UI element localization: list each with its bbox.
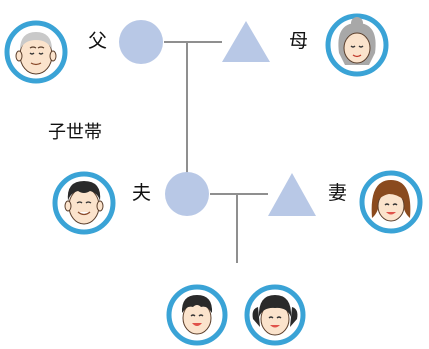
father-symbol-circle: [119, 20, 163, 64]
boy-avatar-icon: [166, 284, 228, 346]
woman-avatar-icon: [359, 170, 423, 234]
man-avatar-icon: [52, 171, 116, 235]
mother-symbol-triangle: [222, 21, 270, 62]
father-label: 父: [88, 30, 108, 52]
grandmother-avatar-icon: [325, 13, 389, 77]
girl-avatar-icon: [244, 284, 306, 346]
household-caption: 子世帯: [48, 122, 102, 143]
wife-symbol-triangle: [268, 173, 316, 216]
wife-label: 妻: [328, 182, 348, 204]
mother-label: 母: [289, 30, 309, 52]
grandfather-avatar-icon: [4, 20, 68, 84]
husband-label: 夫: [132, 182, 152, 204]
connector-lines: [164, 41, 268, 263]
husband-symbol-circle: [165, 172, 209, 216]
